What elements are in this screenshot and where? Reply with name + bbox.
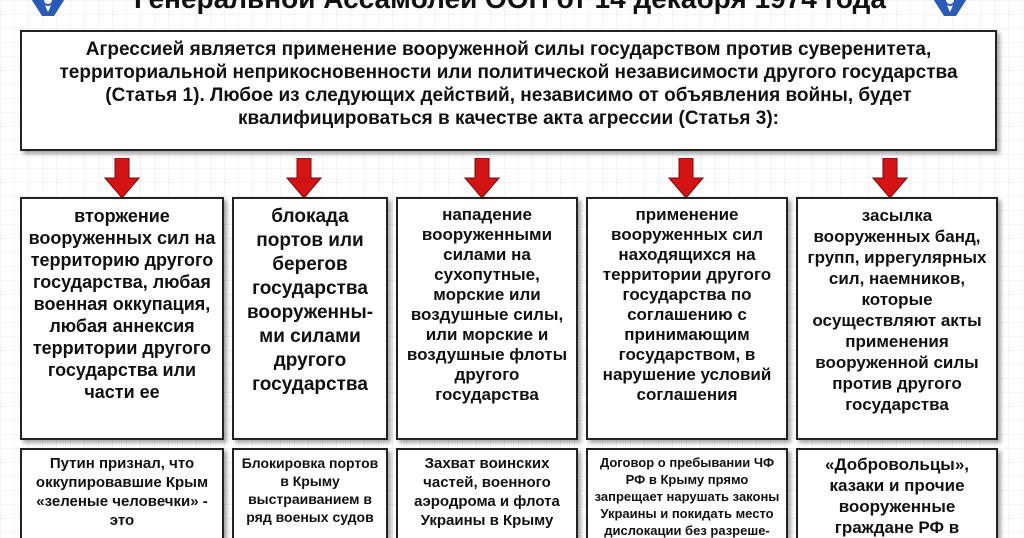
un-emblem-icon (31, 0, 65, 16)
example-text: «Добровольцы», казаки и прочие вооруженн… (824, 455, 969, 537)
act-text: блокада портов или берегов государства в… (246, 206, 374, 395)
act-card-invasion: вторжение вооруженных сил на территорию … (20, 197, 224, 440)
arrow-down-icon (872, 158, 908, 198)
example-text: Путин признал, что оккупировавшие Крым «… (35, 455, 209, 529)
arrow-down-icon (668, 158, 704, 198)
act-card-stationed-forces: применение вооруженных сил находящихся н… (586, 197, 788, 440)
example-card-crimea-occupation: Путин признал, что оккупировавшие Крым «… (20, 448, 224, 538)
arrow-down-icon (104, 158, 140, 198)
example-card-volunteers: «Добровольцы», казаки и прочие вооруженн… (796, 448, 998, 538)
example-card-fleet-agreement: Договор о пребывании ЧФ РФ в Крыму прямо… (586, 448, 788, 538)
example-text: Блокировка портов в Крыму выстраиванием … (241, 455, 379, 525)
example-text: Захват воинских частей, военного аэродро… (414, 455, 560, 529)
act-card-blockade: блокада портов или берегов государства в… (232, 197, 388, 440)
act-text: засылка вооруженных банд, групп, иррегул… (807, 206, 987, 414)
act-card-attack: нападение вооруженными силами на сухопут… (396, 197, 578, 440)
example-card-seizure: Захват воинских частей, военного аэродро… (396, 448, 578, 538)
arrow-down-icon (464, 158, 500, 198)
act-text: нападение вооруженными силами на сухопут… (406, 205, 568, 404)
act-card-armed-bands: засылка вооруженных банд, групп, иррегул… (796, 197, 998, 440)
aggression-definition: Агрессией является применение вооруженно… (20, 30, 997, 151)
page-title: Генеральной Ассамблеи ООН от 14 декабря … (130, 0, 890, 14)
act-text: применение вооруженных сил находящихся н… (602, 205, 772, 404)
example-text: Договор о пребывании ЧФ РФ в Крыму прямо… (594, 455, 780, 538)
example-card-port-blockade: Блокировка портов в Крыму выстраиванием … (232, 448, 388, 538)
arrow-down-icon (286, 158, 322, 198)
un-emblem-icon (933, 0, 967, 16)
act-text: вторжение вооруженных сил на территорию … (28, 206, 216, 402)
definition-text: Агрессией является применение вооруженно… (59, 39, 958, 129)
